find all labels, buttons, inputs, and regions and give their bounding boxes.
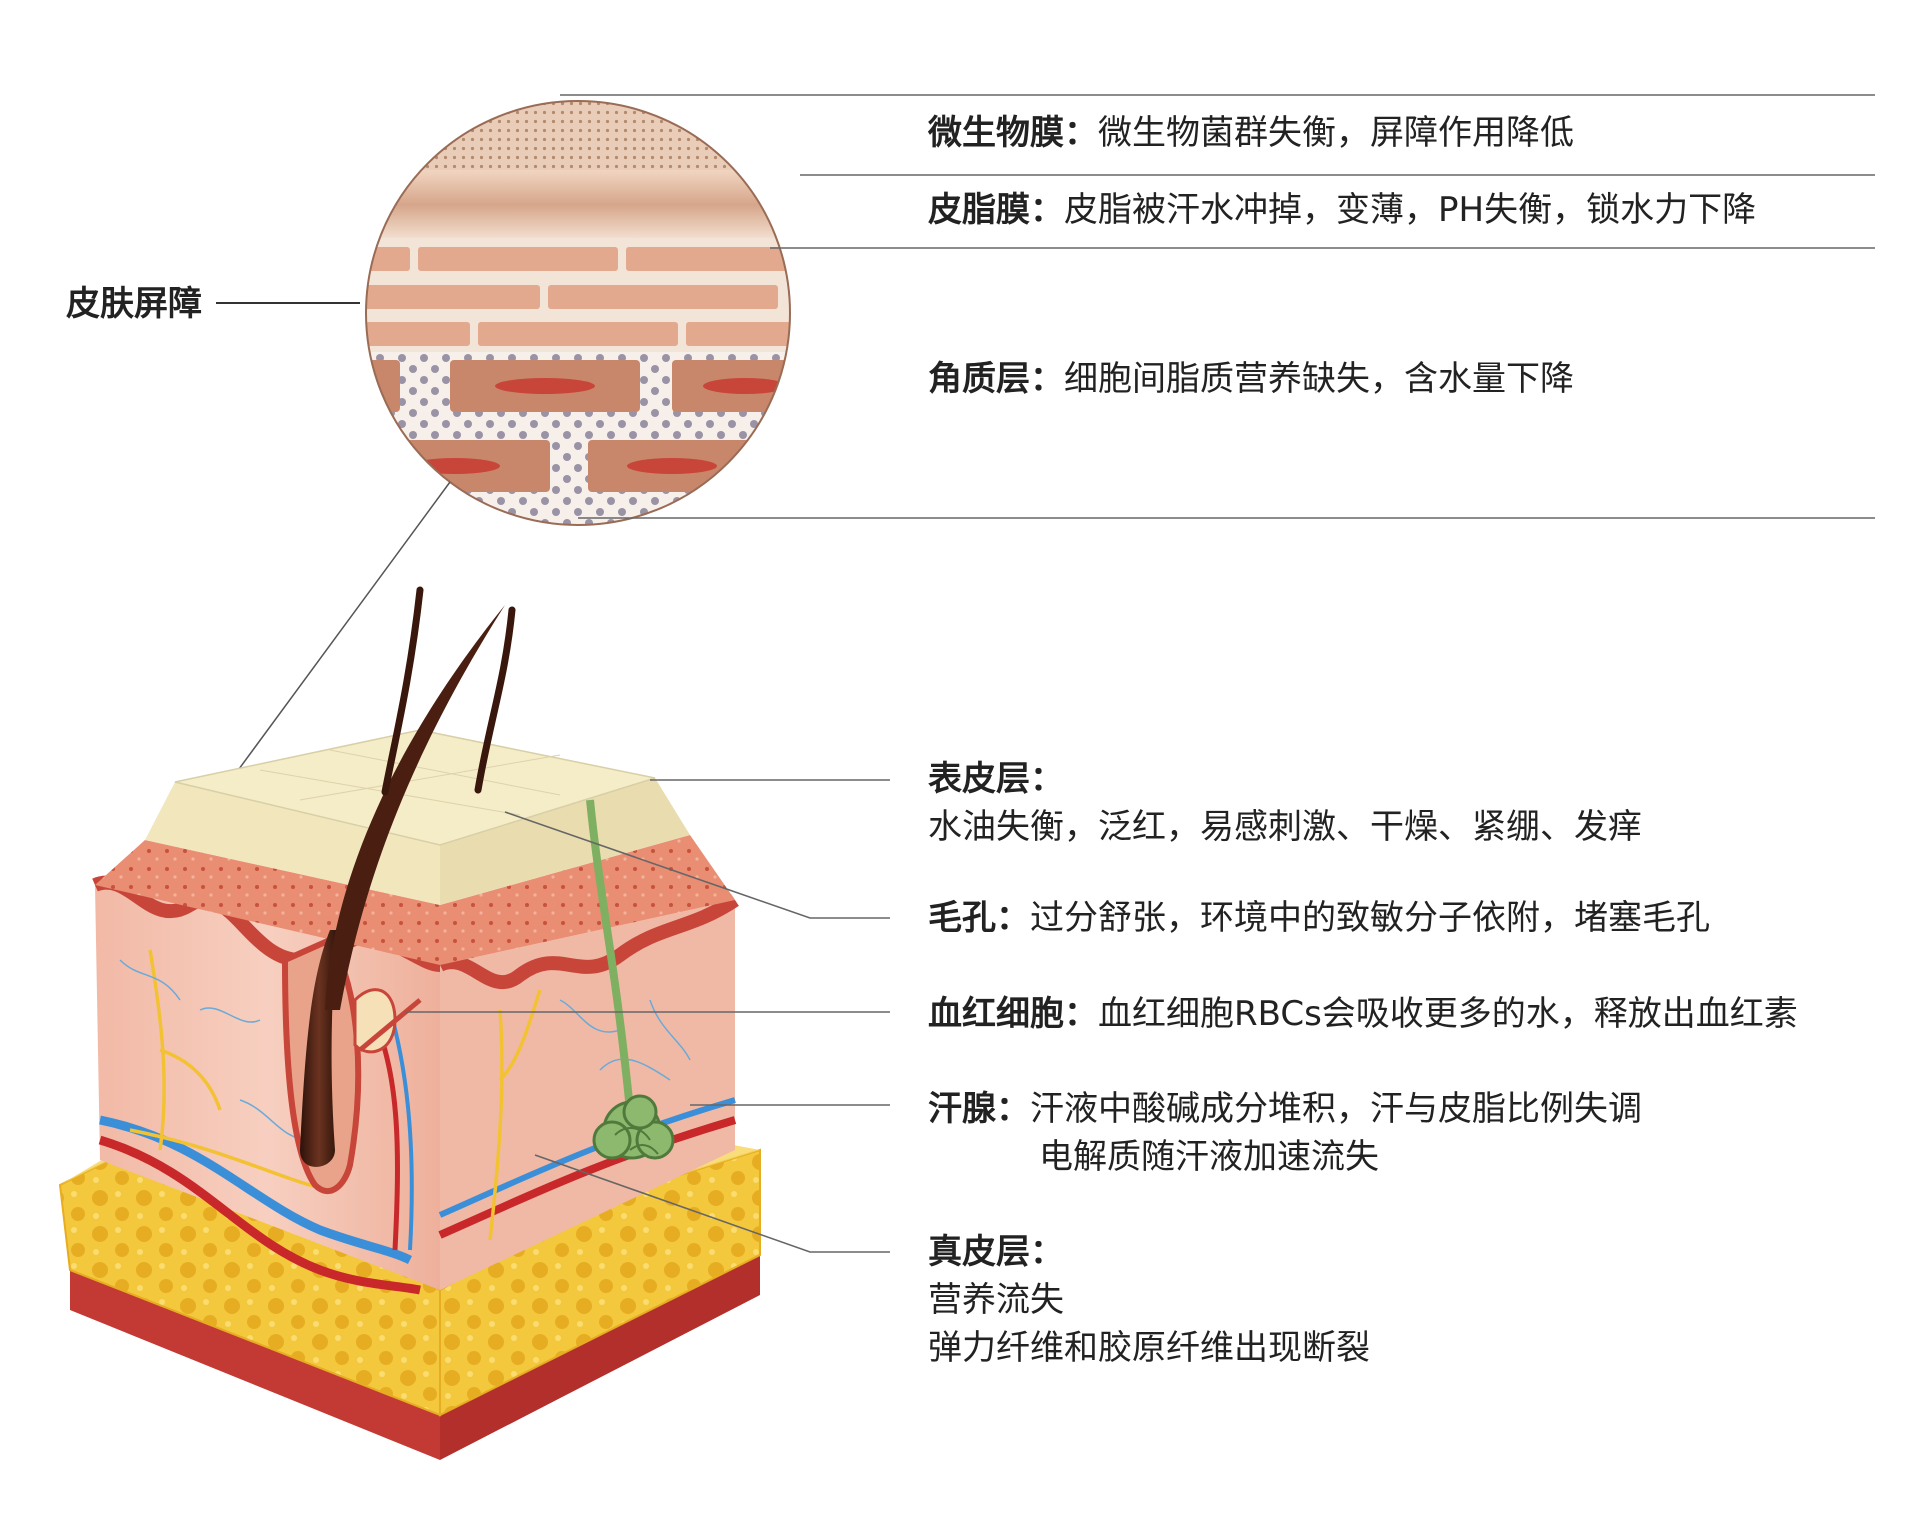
artery <box>98 1135 421 1295</box>
label-name: 皮脂膜： <box>928 190 1064 230</box>
label-name: 微生物膜： <box>928 113 1098 153</box>
label-desc: 过分舒张，环境中的致敏分子依附，堵塞毛孔 <box>1030 898 1710 938</box>
label-desc: 血红细胞RBCs会吸收更多的水，释放出血红素 <box>1098 994 1798 1034</box>
hair <box>325 605 505 1010</box>
microbe-film-dots <box>366 101 790 175</box>
barrier-magnifier <box>365 100 791 526</box>
label-desc-2: 电解质随汗液加速流失 <box>1039 1137 1379 1177</box>
label-name: 角质层： <box>928 359 1064 399</box>
label-microbe-film: 微生物膜：微生物菌群失衡，屏障作用降低 <box>928 109 1574 157</box>
label-epidermis: 表皮层： 水油失衡，泛红，易感刺激、干燥、紧绷、发痒 <box>928 755 1642 851</box>
label-stratum-corneum: 角质层：细胞间脂质营养缺失，含水量下降 <box>928 355 1574 403</box>
label-dermis: 真皮层： 营养流失 弹力纤维和胶原纤维出现断裂 <box>928 1228 1370 1372</box>
label-desc: 汗液中酸碱成分堆积，汗与皮脂比例失调 <box>1030 1089 1642 1129</box>
label-desc-2: 弹力纤维和胶原纤维出现断裂 <box>928 1328 1370 1368</box>
label-sweat-gland: 汗腺：汗液中酸碱成分堆积，汗与皮脂比例失调 电解质随汗液加速流失 <box>928 1085 1642 1181</box>
label-name: 真皮层： <box>928 1232 1064 1272</box>
label-sebum-film: 皮脂膜：皮脂被汗水冲掉，变薄，PH失衡，锁水力下降 <box>928 186 1756 234</box>
label-name: 汗腺： <box>928 1089 1030 1129</box>
label-desc: 营养流失 <box>928 1280 1064 1320</box>
label-rbc: 血红细胞：血红细胞RBCs会吸收更多的水，释放出血红素 <box>928 990 1798 1038</box>
muscle-layer <box>70 1270 440 1460</box>
leader-lines <box>405 94 1875 1253</box>
barrier-title: 皮肤屏障 <box>66 284 202 324</box>
label-name: 表皮层： <box>928 759 1064 799</box>
label-desc: 细胞间脂质营养缺失，含水量下降 <box>1064 359 1574 399</box>
nerve <box>129 949 542 1241</box>
label-desc: 微生物菌群失衡，屏障作用降低 <box>1098 113 1574 153</box>
label-name: 毛孔： <box>928 898 1030 938</box>
label-desc: 皮脂被汗水冲掉，变薄，PH失衡，锁水力下降 <box>1064 190 1757 230</box>
dermis-front <box>95 885 440 1290</box>
label-name: 血红细胞： <box>928 994 1098 1034</box>
skin-block <box>58 586 761 1460</box>
vein <box>99 1115 413 1265</box>
label-desc: 水油失衡，泛红，易感刺激、干燥、紧绷、发痒 <box>928 807 1642 847</box>
sebum-film <box>366 170 790 240</box>
sweat-gland <box>592 1094 675 1160</box>
label-pore: 毛孔：过分舒张，环境中的致敏分子依附，堵塞毛孔 <box>928 894 1710 942</box>
sweat-duct <box>586 799 634 1111</box>
